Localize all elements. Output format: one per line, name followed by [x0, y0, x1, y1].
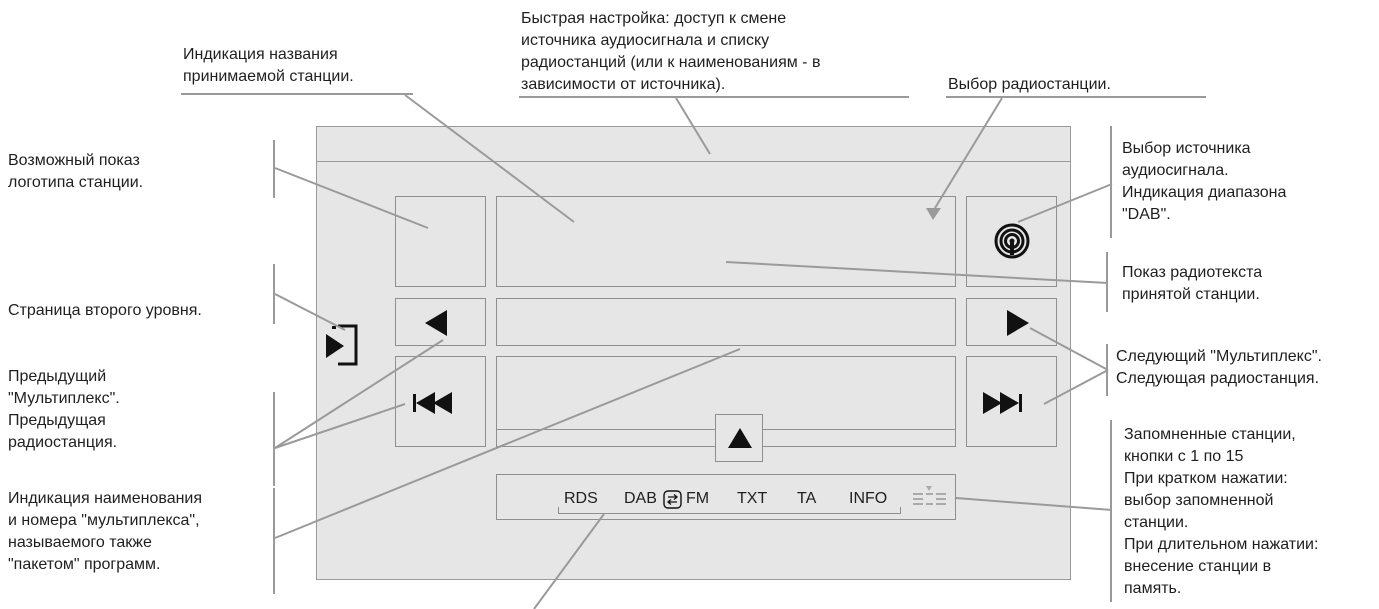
label-multiplex-name: Индикация наименования и номера "мультип… — [8, 490, 203, 573]
tab-ta[interactable]: TA — [797, 490, 817, 507]
label-prev-multiplex: Предыдущий "Мультиплекс". Предыдущая рад… — [8, 368, 120, 451]
label-next-multiplex: Следующий "Мультиплекс". Следующая радио… — [1116, 348, 1322, 387]
skip-forward-icon — [983, 392, 1022, 414]
label-station-select: Выбор радиостанции. — [948, 76, 1111, 93]
triangle-up-icon — [728, 428, 752, 448]
prev-bracket — [273, 392, 275, 486]
station-name-area[interactable] — [496, 196, 956, 287]
page-enter-icon[interactable] — [320, 322, 364, 368]
tabs-tick-left — [558, 507, 559, 513]
swap-arrows-icon — [663, 490, 682, 509]
label-second-level: Страница второго уровня. — [8, 302, 202, 319]
next-multiplex-button[interactable] — [966, 298, 1057, 346]
seek-forward-button[interactable] — [966, 356, 1057, 447]
source-button[interactable] — [966, 196, 1057, 287]
skip-back-icon — [413, 392, 452, 414]
tab-info[interactable]: INFO — [849, 490, 888, 507]
label-logo: Возможный показ логотипа станции. — [8, 152, 144, 191]
next-bracket — [1106, 344, 1108, 396]
tab-txt[interactable]: TXT — [737, 490, 768, 507]
presets-bracket — [1110, 420, 1112, 602]
triangle-left-icon — [425, 310, 447, 336]
label-source-select: Выбор источника аудиосигнала. Индикация … — [1122, 140, 1287, 223]
tabs-underline — [558, 513, 901, 514]
label-quick-setting: Быстрая настройка: доступ к смене источн… — [521, 10, 821, 93]
preset-list-icon — [913, 486, 946, 505]
list-up-button[interactable] — [715, 414, 763, 462]
triangle-right-icon — [1007, 310, 1029, 336]
prev-multiplex-button[interactable] — [395, 298, 486, 346]
multiplex-name-area — [496, 298, 956, 346]
status-band — [317, 161, 1070, 162]
logo-bracket — [273, 140, 275, 198]
label-radiotext: Показ радиотекста принятой станции. — [1122, 264, 1263, 303]
quick-setting-underline — [519, 96, 909, 98]
tabs-tick-right — [900, 507, 901, 513]
station-name-underline — [181, 93, 413, 95]
source-bracket — [1110, 126, 1112, 238]
logo-area — [395, 196, 486, 287]
second-level-bracket — [273, 264, 275, 324]
multiplex-bracket — [273, 488, 275, 594]
tab-fm[interactable]: FM — [686, 490, 710, 507]
tab-dab[interactable]: DAB — [624, 490, 657, 507]
radiotext-bracket — [1106, 252, 1108, 312]
tab-rds[interactable]: RDS — [564, 490, 598, 507]
label-presets: Запомненные станции, кнопки с 1 по 15 Пр… — [1124, 426, 1319, 597]
label-station-name: Индикация названия принимаемой станции. — [183, 46, 354, 85]
radio-waves-icon — [994, 223, 1030, 259]
seek-back-button[interactable] — [395, 356, 486, 447]
station-select-underline — [946, 96, 1206, 98]
